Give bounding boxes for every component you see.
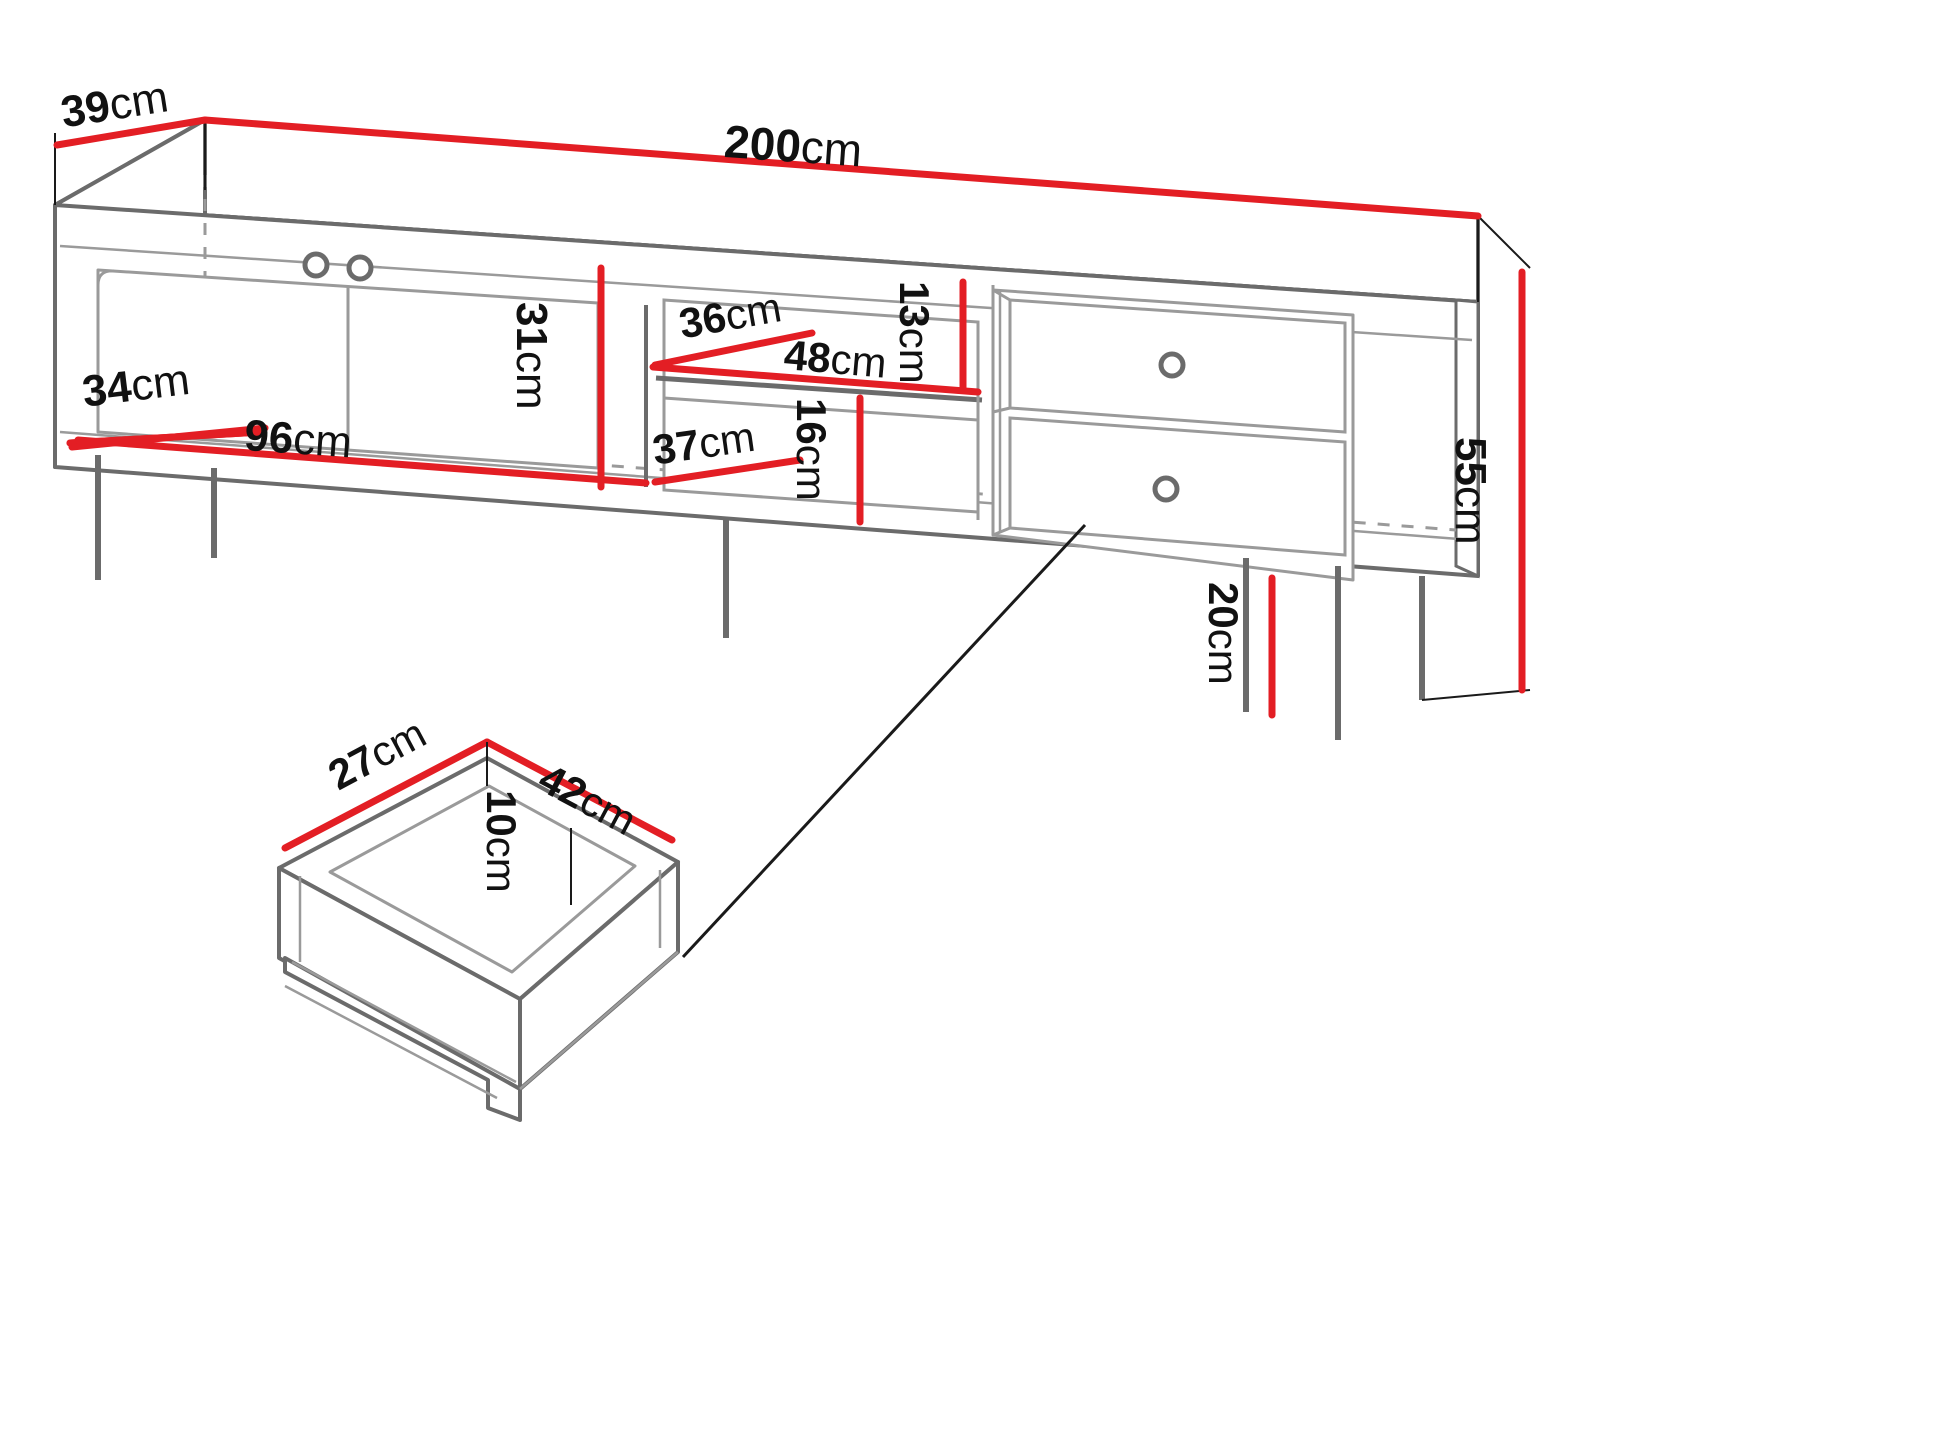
drawer-front-detail-line-a xyxy=(291,960,517,1084)
drawer-bottom-edge xyxy=(519,951,679,1090)
right-drawer-stack[interactable] xyxy=(991,288,1355,582)
dimline-depth-39 xyxy=(53,116,209,149)
label-leg-height-20: 20cm xyxy=(1200,582,1247,685)
center-open-shelves xyxy=(644,285,995,530)
dimension-lines xyxy=(53,116,1526,907)
dimline-shelf-width-48 xyxy=(649,363,982,396)
drawer-block-creases xyxy=(992,288,1011,537)
dimline-drawer-width-42 xyxy=(483,738,676,844)
ext-height-bottom xyxy=(1421,689,1531,701)
drawer-inner-cavity xyxy=(328,784,637,974)
label-shelf-height-16: 16cm xyxy=(788,398,835,501)
label-height-55: 55cm xyxy=(1446,437,1495,545)
ext-height-top xyxy=(1477,215,1531,269)
label-left-width-96: 96cm xyxy=(242,411,354,468)
drawer-front-detail-line-b xyxy=(284,984,498,1100)
door-knob-left[interactable] xyxy=(302,251,330,279)
dimline-shelf-width-37 xyxy=(651,456,804,486)
shelf-middle-board xyxy=(655,375,983,403)
door-corner-radius xyxy=(96,269,115,286)
label-shelf-width-48: 48cm xyxy=(782,331,889,387)
drawer-extension-lines xyxy=(486,742,572,905)
metal-legs xyxy=(95,455,1425,740)
drawer-leader-line xyxy=(681,523,1087,959)
label-width-200: 200cm xyxy=(722,115,864,177)
cabinet-right-end-panel xyxy=(1454,298,1480,579)
dimline-left-width-96 xyxy=(74,436,650,487)
door-knob-right[interactable] xyxy=(346,254,374,282)
label-drawer-height-10: 10cm xyxy=(478,790,525,893)
dimline-width-200 xyxy=(201,116,1482,220)
dimline-shelf-depth-36 xyxy=(651,329,816,369)
left-double-doors[interactable] xyxy=(96,251,600,470)
label-shelf-height-13: 13cm xyxy=(891,281,938,384)
drawer-knob-bottom[interactable] xyxy=(1152,475,1180,503)
label-left-height-31: 31cm xyxy=(507,302,556,410)
dimline-drawer-depth-27 xyxy=(281,738,491,852)
exploded-drawer-detail xyxy=(277,523,1087,1122)
drawer-knob-top[interactable] xyxy=(1158,351,1186,379)
